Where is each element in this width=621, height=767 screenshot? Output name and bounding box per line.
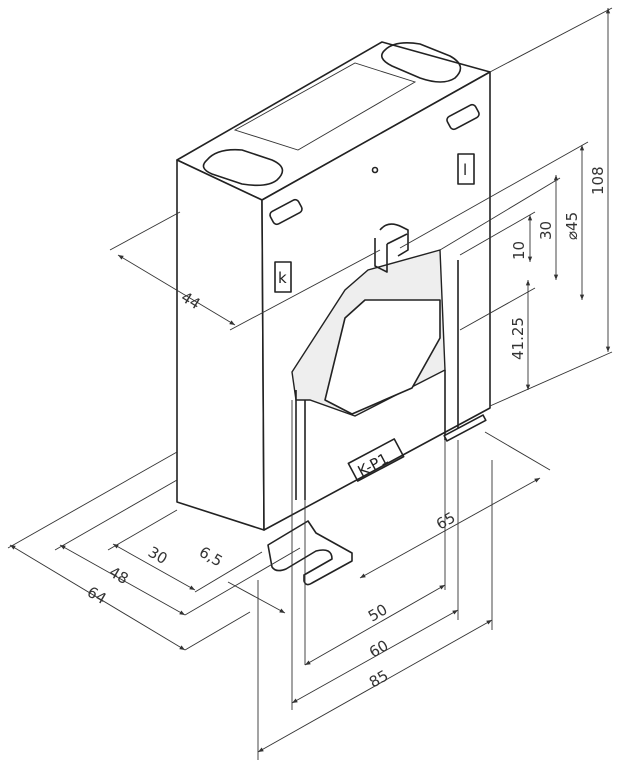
mounting-foot [267,520,353,586]
dim-65: 65 [433,508,459,533]
left-face [176,159,265,531]
dim-d45: ⌀45 [563,212,581,240]
top-label-window [233,62,417,151]
terminal-k-box [274,261,292,293]
terminal-k-label: k [278,269,287,287]
transformer-body [176,41,491,586]
slot-left-face [269,198,303,226]
dim-50: 50 [365,600,391,625]
slot-right-face [446,103,480,131]
terminal-l-label: l [463,161,467,179]
dim-60: 60 [366,636,392,661]
screw-hole [371,166,379,174]
dim-41-25: 41.25 [509,317,527,360]
terminal-l-box [457,153,475,185]
dim-64: 64 [84,583,110,608]
dim-85: 85 [366,666,392,691]
dim-108: 108 [589,166,607,195]
window-inner-core [324,299,441,415]
dimension-lines [7,7,613,760]
top-slot-right [380,42,462,83]
top-slot-left [202,148,284,187]
dim-6-5: 6,5 [196,543,226,571]
dim-30-window: 30 [537,221,555,240]
model-box [347,438,405,482]
secondary-terminal-clip [374,223,409,273]
dim-48: 48 [106,563,132,588]
dim-10: 10 [510,241,528,260]
busbar-slot [443,414,487,442]
